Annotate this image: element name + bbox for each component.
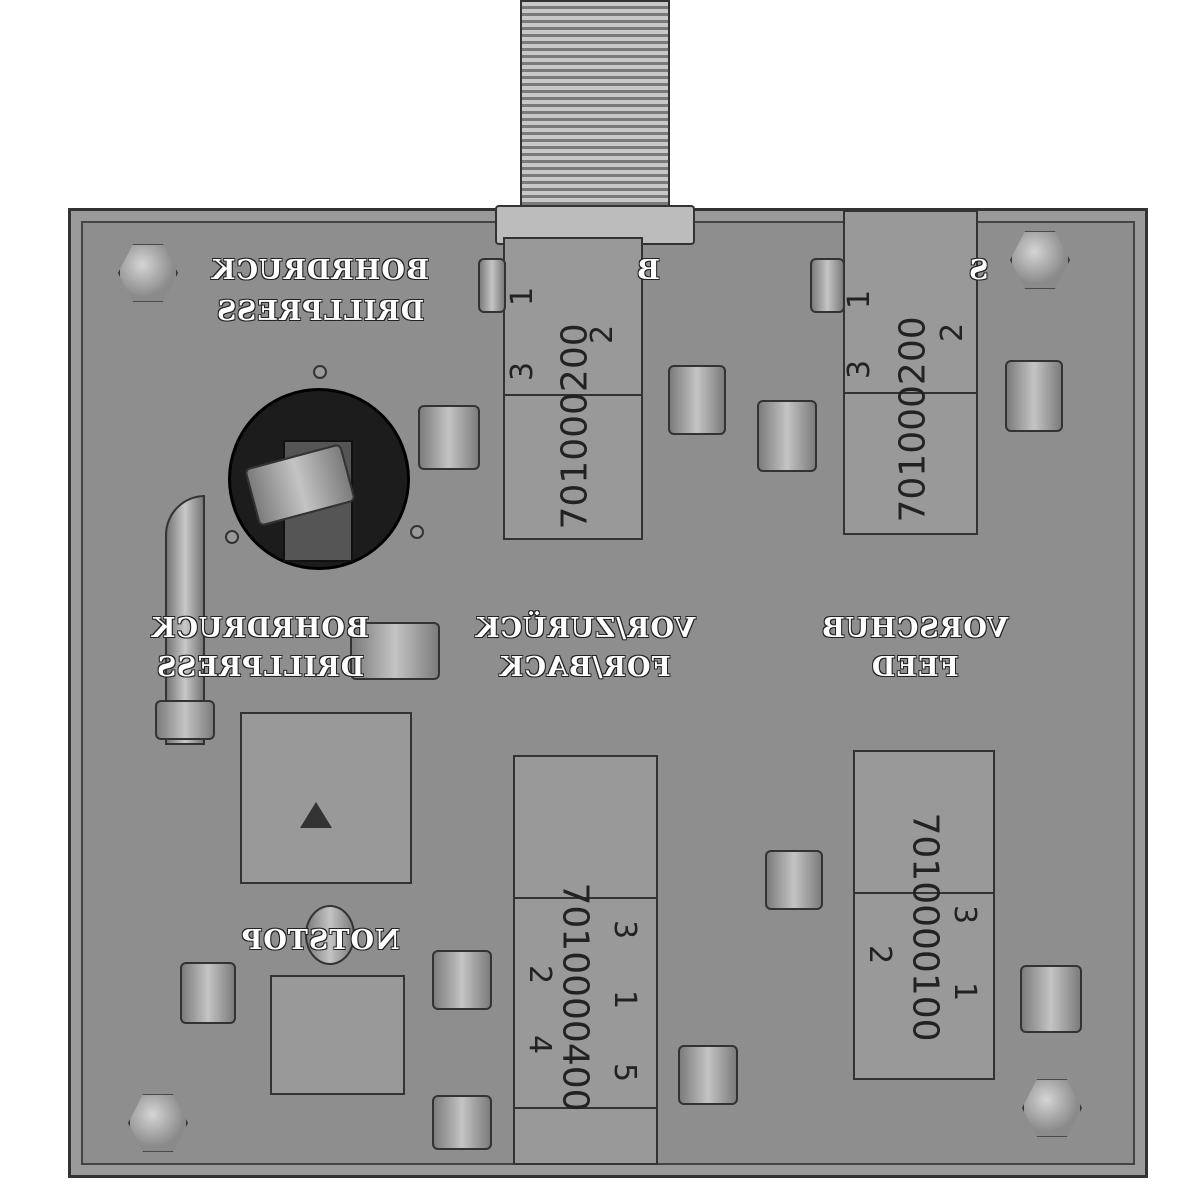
push-fitting	[155, 700, 215, 740]
valve-code: 7010000100	[904, 812, 946, 1042]
push-fitting	[350, 622, 440, 680]
mount-hole	[410, 525, 424, 539]
label-emergency-stop: NOTSTOP	[195, 925, 445, 956]
push-fitting	[432, 950, 492, 1010]
push-fitting	[1020, 965, 1082, 1033]
valve-2: 701000200 1 2 3	[842, 210, 978, 535]
push-fitting	[668, 365, 726, 435]
label-line: FOR/BACK	[499, 652, 671, 683]
port-label: 3	[842, 359, 878, 380]
port-label: 1	[607, 989, 643, 1010]
valve-3: 7010000400 3 1 5 2 4	[513, 755, 658, 1165]
label-fragment: B	[636, 255, 660, 286]
label-line: S	[968, 255, 989, 286]
label-line: BOHRDRUCK	[150, 613, 370, 644]
label-drillpress-top: BOHRDRUCK DRILLPRESS	[180, 255, 460, 327]
port-label: 3	[947, 904, 983, 925]
emergency-stop-valve	[270, 975, 405, 1095]
label-line: DRILLPRESS	[155, 652, 365, 683]
push-fitting	[678, 1045, 738, 1105]
port-label: 2	[522, 964, 558, 985]
bolt-bottom-left	[128, 1094, 188, 1152]
label-line: NOTSTOP	[240, 925, 400, 956]
port-label: 3	[505, 361, 541, 382]
stop-knob	[305, 905, 355, 965]
label-line: VOR/ZURÜCK	[474, 613, 696, 644]
fitting-nut	[810, 258, 845, 313]
port-label: 2	[585, 324, 621, 345]
valve-code: 701000200	[892, 316, 934, 523]
push-fitting	[432, 1095, 492, 1150]
push-fitting	[757, 400, 817, 472]
label-drillpress-mid: BOHRDRUCK DRILLPRESS	[110, 613, 410, 683]
regulator-block	[240, 712, 412, 884]
valve-code: 701000200	[554, 323, 596, 530]
label-line: FEED	[871, 652, 959, 683]
label-fragment: S	[968, 255, 989, 286]
threaded-inlet	[520, 0, 670, 215]
push-fitting	[418, 405, 480, 470]
mount-hole	[313, 365, 327, 379]
label-line: VORSCHUB	[821, 613, 1009, 644]
bolt-bottom-right	[1022, 1079, 1082, 1137]
valve-4: 7010000100 3 1 2	[853, 750, 995, 1080]
valve-code: 7010000400	[554, 882, 596, 1112]
port-label: 2	[862, 944, 898, 965]
valve-1: 701000200 1 2 3	[503, 237, 643, 540]
push-fitting	[765, 850, 823, 910]
push-fitting	[180, 962, 236, 1024]
triangle-icon	[300, 802, 332, 828]
push-fitting	[1005, 360, 1063, 432]
port-label: 1	[505, 286, 541, 307]
label-feed: VORSCHUB FEED	[790, 613, 1040, 683]
port-label: 3	[607, 919, 643, 940]
label-line: BOHRDRUCK	[210, 255, 430, 286]
label-line: B	[636, 255, 660, 286]
fitting-nut	[478, 258, 506, 313]
label-for-back: VOR/ZURÜCK FOR/BACK	[440, 613, 730, 683]
mount-hole	[225, 530, 239, 544]
port-label: 4	[522, 1034, 558, 1055]
port-label: 1	[947, 981, 983, 1002]
port-label: 1	[842, 289, 878, 310]
port-label: 5	[607, 1062, 643, 1083]
port-label: 2	[935, 322, 971, 343]
label-line: DRILLPRESS	[215, 296, 425, 327]
